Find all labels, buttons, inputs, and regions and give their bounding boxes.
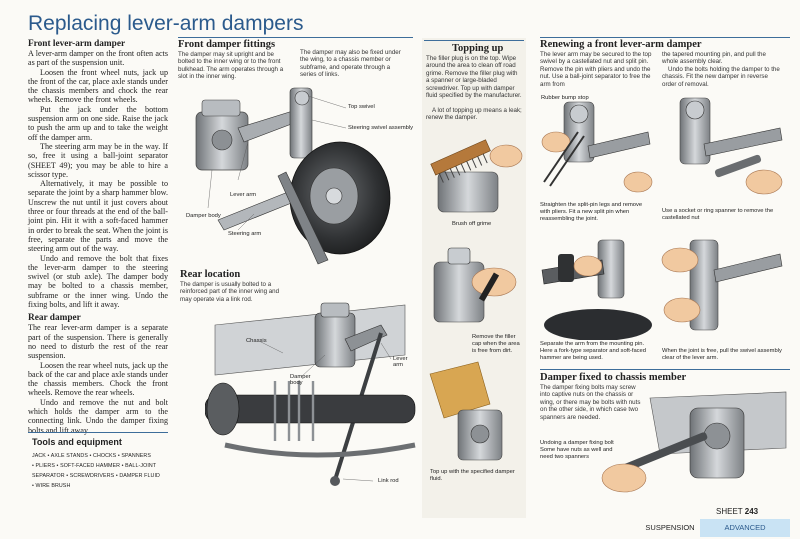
section-rule	[540, 369, 790, 370]
paragraph: Put the jack under the bottom suspension…	[28, 104, 168, 142]
heading-rear-damper: Rear damper	[28, 313, 81, 324]
label-lever-arm: Lever arm	[230, 192, 257, 198]
fittings-text-a: The damper may sit upright and be bolted…	[178, 51, 284, 81]
label-rear-lever-arm: Lever arm	[393, 356, 408, 368]
renewing-text-c: Undo the bolts holding the damper to the…	[662, 66, 780, 88]
caption-separate-arm: Separate the arm from the mounting pin. …	[540, 341, 647, 361]
paragraph: Undo and remove the bolt that fixes the …	[28, 253, 168, 310]
ring-spanner-illustration	[679, 97, 783, 195]
tools-line: JACK • AXLE STANDS • CHOCKS • SPANNERS	[32, 453, 151, 459]
footer-tabs: SUSPENSION ADVANCED	[640, 519, 790, 537]
renewing-text-b: the tapered mounting pin, and pull the w…	[662, 51, 766, 66]
paragraph: The rear lever-arm damper is a separate …	[28, 323, 168, 361]
paragraph: Loosen the rear wheel nuts, jack up the …	[28, 360, 168, 398]
column-front-damper: Front lever-arm damper A lever-arm dampe…	[28, 39, 168, 435]
label-brush-off-grime: Brush off grime	[452, 221, 492, 227]
damper-fixed-text: The damper fixing bolts may screw into c…	[540, 384, 641, 421]
tools-title: Tools and equipment	[32, 437, 122, 447]
label-rubber-bump-stop: Rubber bump stop	[541, 95, 589, 101]
tools-line: • WIRE BRUSH	[32, 483, 71, 489]
tools-list: JACK • AXLE STANDS • CHOCKS • SPANNERS •…	[32, 451, 172, 491]
caption-pull-swivel: When the joint is free, pull the swivel …	[662, 348, 782, 361]
wire-brush-illustration	[430, 139, 523, 213]
tools-line: SEPARATOR • SCREWDRIVERS • DAMPER FLUID	[32, 473, 160, 479]
heading-front-fittings: Front damper fittings	[178, 39, 276, 50]
caption-split-pin: Straighten the split-pin legs and remove…	[540, 202, 643, 222]
caption-undoing-bolt: Undoing a damper fixing bolt Some have n…	[540, 440, 614, 460]
sheet-number: 243	[744, 507, 759, 516]
label-link-rod: Link rod	[378, 478, 399, 484]
label-top-up: Top up with the specified damper fluid.	[430, 469, 515, 482]
heading-damper-fixed: Damper fixed to chassis member	[540, 372, 687, 383]
renewing-text-a: The lever arm may be secured to the top …	[540, 51, 652, 88]
tools-line: • PLIERS • SOFT-FACED HAMMER • BALL-JOIN…	[32, 463, 157, 469]
heading-renewing: Renewing a front lever-arm damper	[540, 39, 702, 50]
label-chassis: Chassis	[246, 338, 267, 344]
front-damper-illustration	[195, 87, 391, 265]
fittings-text-b: The damper may also be fixed under the w…	[300, 49, 401, 79]
label-steering-swivel: Steering swivel assembly	[348, 125, 414, 131]
paragraph: A lever-arm damper on the front often ac…	[28, 49, 168, 68]
swivel-assembly-illustration	[661, 239, 783, 331]
rear-damper-illustration	[205, 302, 416, 486]
split-pin-illustration	[541, 101, 653, 193]
paragraph: Loosen the front wheel nuts, jack up the…	[28, 67, 168, 105]
tools-box: Tools and equipment JACK • AXLE STANDS •…	[32, 437, 172, 491]
label-top-swivel: Top swivel	[348, 104, 375, 110]
sheet-label: SHEET	[716, 507, 743, 516]
paragraph: The steering arm may be in the way. If s…	[28, 141, 168, 179]
section-rule	[178, 37, 413, 38]
sheet-indicator: SHEET 243	[716, 507, 758, 516]
paragraph: Alternatively, it may be possible to sep…	[28, 179, 168, 254]
front-damper-text: A lever-arm damper on the front often ac…	[28, 49, 168, 309]
label-damper-body: Damper body	[186, 213, 221, 219]
heading-rear-location: Rear location	[180, 269, 241, 280]
rear-location-text: The damper is usually bolted to a reinfo…	[180, 281, 280, 303]
label-rear-damper-body: Damper body	[290, 374, 311, 386]
fork-separator-illustration	[541, 239, 652, 340]
footer-section: SUSPENSION	[645, 523, 695, 532]
heading-front-damper: Front lever-arm damper	[28, 39, 126, 49]
label-steering-arm: Steering arm	[228, 231, 262, 237]
label-remove-filler-cap: Remove the filler cap when the area is f…	[472, 334, 520, 354]
section-rule	[424, 40, 524, 41]
top-up-illustration	[429, 361, 503, 461]
footer-level-badge: ADVANCED	[700, 519, 790, 537]
filler-cap-illustration	[433, 247, 517, 323]
page-title: Replacing lever-arm dampers	[28, 12, 304, 35]
section-rule	[540, 37, 790, 38]
paragraph: Undo and remove the nut and bolt which h…	[28, 397, 168, 435]
fixing-bolt-illustration	[601, 391, 787, 493]
caption-socket-spanner: Use a socket or ring spanner to remove t…	[662, 208, 774, 221]
topping-up-text-2: A lot of topping up means a leak; renew …	[426, 107, 522, 122]
topping-up-text: The filler plug is on the top. Wipe arou…	[426, 55, 522, 100]
rear-damper-text: The rear lever-arm damper is a separate …	[28, 323, 168, 435]
tools-divider	[28, 432, 168, 433]
heading-topping-up: Topping up	[452, 43, 504, 54]
